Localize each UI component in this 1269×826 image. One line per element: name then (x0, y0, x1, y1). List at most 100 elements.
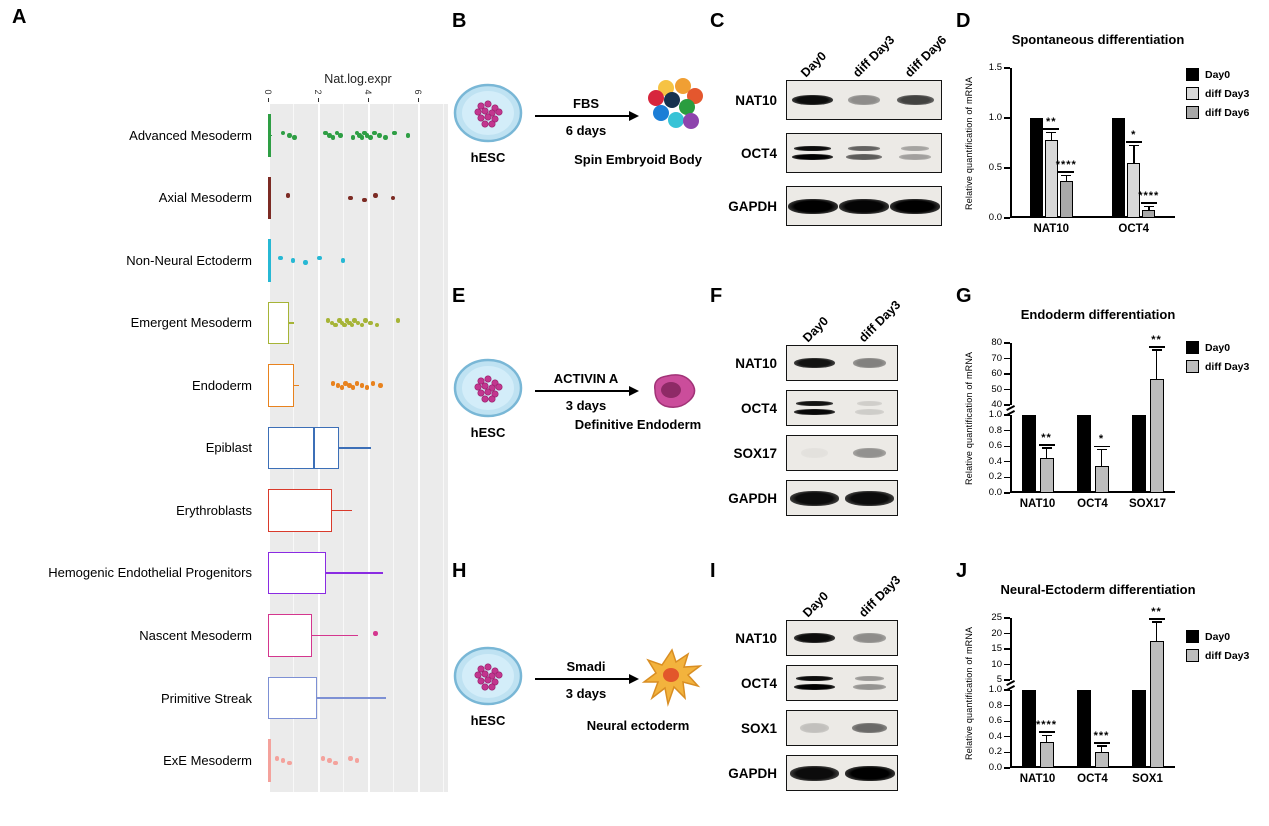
outlier-point (339, 320, 344, 326)
box (268, 114, 271, 157)
chart-title: Neural-Ectoderm differentiation (1000, 582, 1196, 597)
y-axis (1010, 415, 1012, 493)
y-tick (1004, 720, 1010, 722)
outlier-point (278, 255, 283, 261)
protein-label: SOX17 (733, 445, 777, 461)
y-tick-label: 0.0 (988, 212, 1002, 223)
duration-label: 6 days (565, 123, 607, 138)
y-tick-label: 0.4 (988, 455, 1002, 467)
blot-lane (842, 723, 897, 733)
result-label: Spin Embryoid Body (574, 152, 702, 167)
x-category-label: OCT4 (1118, 223, 1150, 235)
outlier-point (335, 383, 341, 388)
y-tick (1004, 617, 1010, 619)
y-tick (1004, 751, 1010, 753)
category-label: Epiblast (205, 440, 252, 456)
y-tick (1004, 342, 1010, 344)
x-axis (1010, 491, 1175, 493)
protein-band (845, 154, 883, 160)
significance-label: **** (1035, 719, 1058, 732)
protein-label: GAPDH (728, 765, 777, 781)
protein-band (800, 723, 829, 733)
outlier-point (343, 381, 348, 386)
outlier-point (359, 322, 364, 328)
y-tick-label: 0.8 (988, 424, 1002, 436)
bar-diff-day3 (1044, 140, 1058, 218)
hesc-label: hESC (470, 713, 506, 728)
outlier-point (337, 318, 342, 323)
y-tick-label: 1.0 (988, 112, 1002, 123)
protein-label: NAT10 (735, 92, 777, 108)
error-bar (1155, 350, 1158, 379)
blot-membrane (786, 620, 898, 656)
lane-label: diff Day3 (856, 572, 904, 620)
protein-band (847, 146, 881, 151)
category-label: Advanced Mesoderm (129, 127, 252, 143)
lane-label: Day0 (800, 588, 832, 620)
error-bar-cap (1096, 745, 1107, 747)
error-bar-cap (1128, 144, 1139, 146)
bar-day0 (1076, 690, 1091, 768)
legend-label: diff Day3 (1205, 87, 1250, 100)
protein-band (901, 146, 930, 151)
y-tick (1004, 429, 1010, 432)
y-tick (1004, 736, 1010, 738)
arrow-line (535, 674, 639, 684)
blot-row: NAT10 (706, 80, 942, 120)
outlier-point (317, 255, 322, 261)
blot-membrane (786, 390, 898, 426)
box (268, 676, 317, 720)
result-label: Neural ectoderm (586, 718, 690, 733)
panel-j: J Neural-Ectoderm differentiation Relati… (948, 560, 1269, 826)
outlier-point (333, 322, 338, 328)
error-bar-cap (1151, 349, 1162, 351)
error-bar-cap (1143, 205, 1154, 207)
endoderm-cell-icon (645, 367, 701, 418)
whisker (325, 572, 383, 574)
y-tick-label: 0.8 (988, 699, 1002, 711)
blot-row: NAT10 (706, 345, 898, 381)
outlier-point (357, 133, 362, 138)
hesc-dish-icon (452, 82, 524, 149)
protein-label: GAPDH (728, 198, 777, 214)
legend-swatch (1186, 649, 1199, 662)
x-category-label: OCT4 (1077, 498, 1108, 510)
error-bar-cap (1041, 447, 1052, 449)
blot-lane (838, 198, 889, 214)
error-bar (1100, 450, 1103, 466)
box (268, 301, 290, 345)
blot-lane (787, 723, 842, 733)
y-tick-label: 0.0 (988, 487, 1002, 498)
outlier-point (323, 130, 328, 136)
y-tick-label: 1.0 (988, 684, 1002, 695)
error-bar-cap (1046, 131, 1057, 133)
blot-lane (787, 676, 842, 690)
significance-line (1140, 202, 1157, 204)
y-tick-label: 0.6 (988, 715, 1002, 727)
lane-label: diff Day3 (850, 32, 898, 80)
outlier-point (362, 130, 367, 136)
y-tick-label: 0.4 (988, 730, 1002, 742)
outlier-point (368, 135, 373, 140)
panel-a-label: A (12, 6, 27, 28)
y-axis (1010, 690, 1012, 768)
error-bar-cap (1041, 734, 1052, 737)
legend-label: Day0 (1205, 341, 1231, 354)
blot-lane (842, 676, 897, 690)
blot-lane (842, 358, 897, 368)
hesc-label: hESC (470, 150, 506, 165)
protein-label: NAT10 (735, 630, 777, 646)
protein-band (855, 676, 884, 681)
protein-band (795, 676, 834, 681)
hesc-label: hESC (470, 425, 506, 440)
blot-lane (787, 448, 842, 458)
outlier-point (355, 320, 361, 326)
panel-i-label: I (710, 560, 716, 582)
blot-membrane (786, 133, 942, 173)
panel-d-label: D (956, 10, 971, 32)
